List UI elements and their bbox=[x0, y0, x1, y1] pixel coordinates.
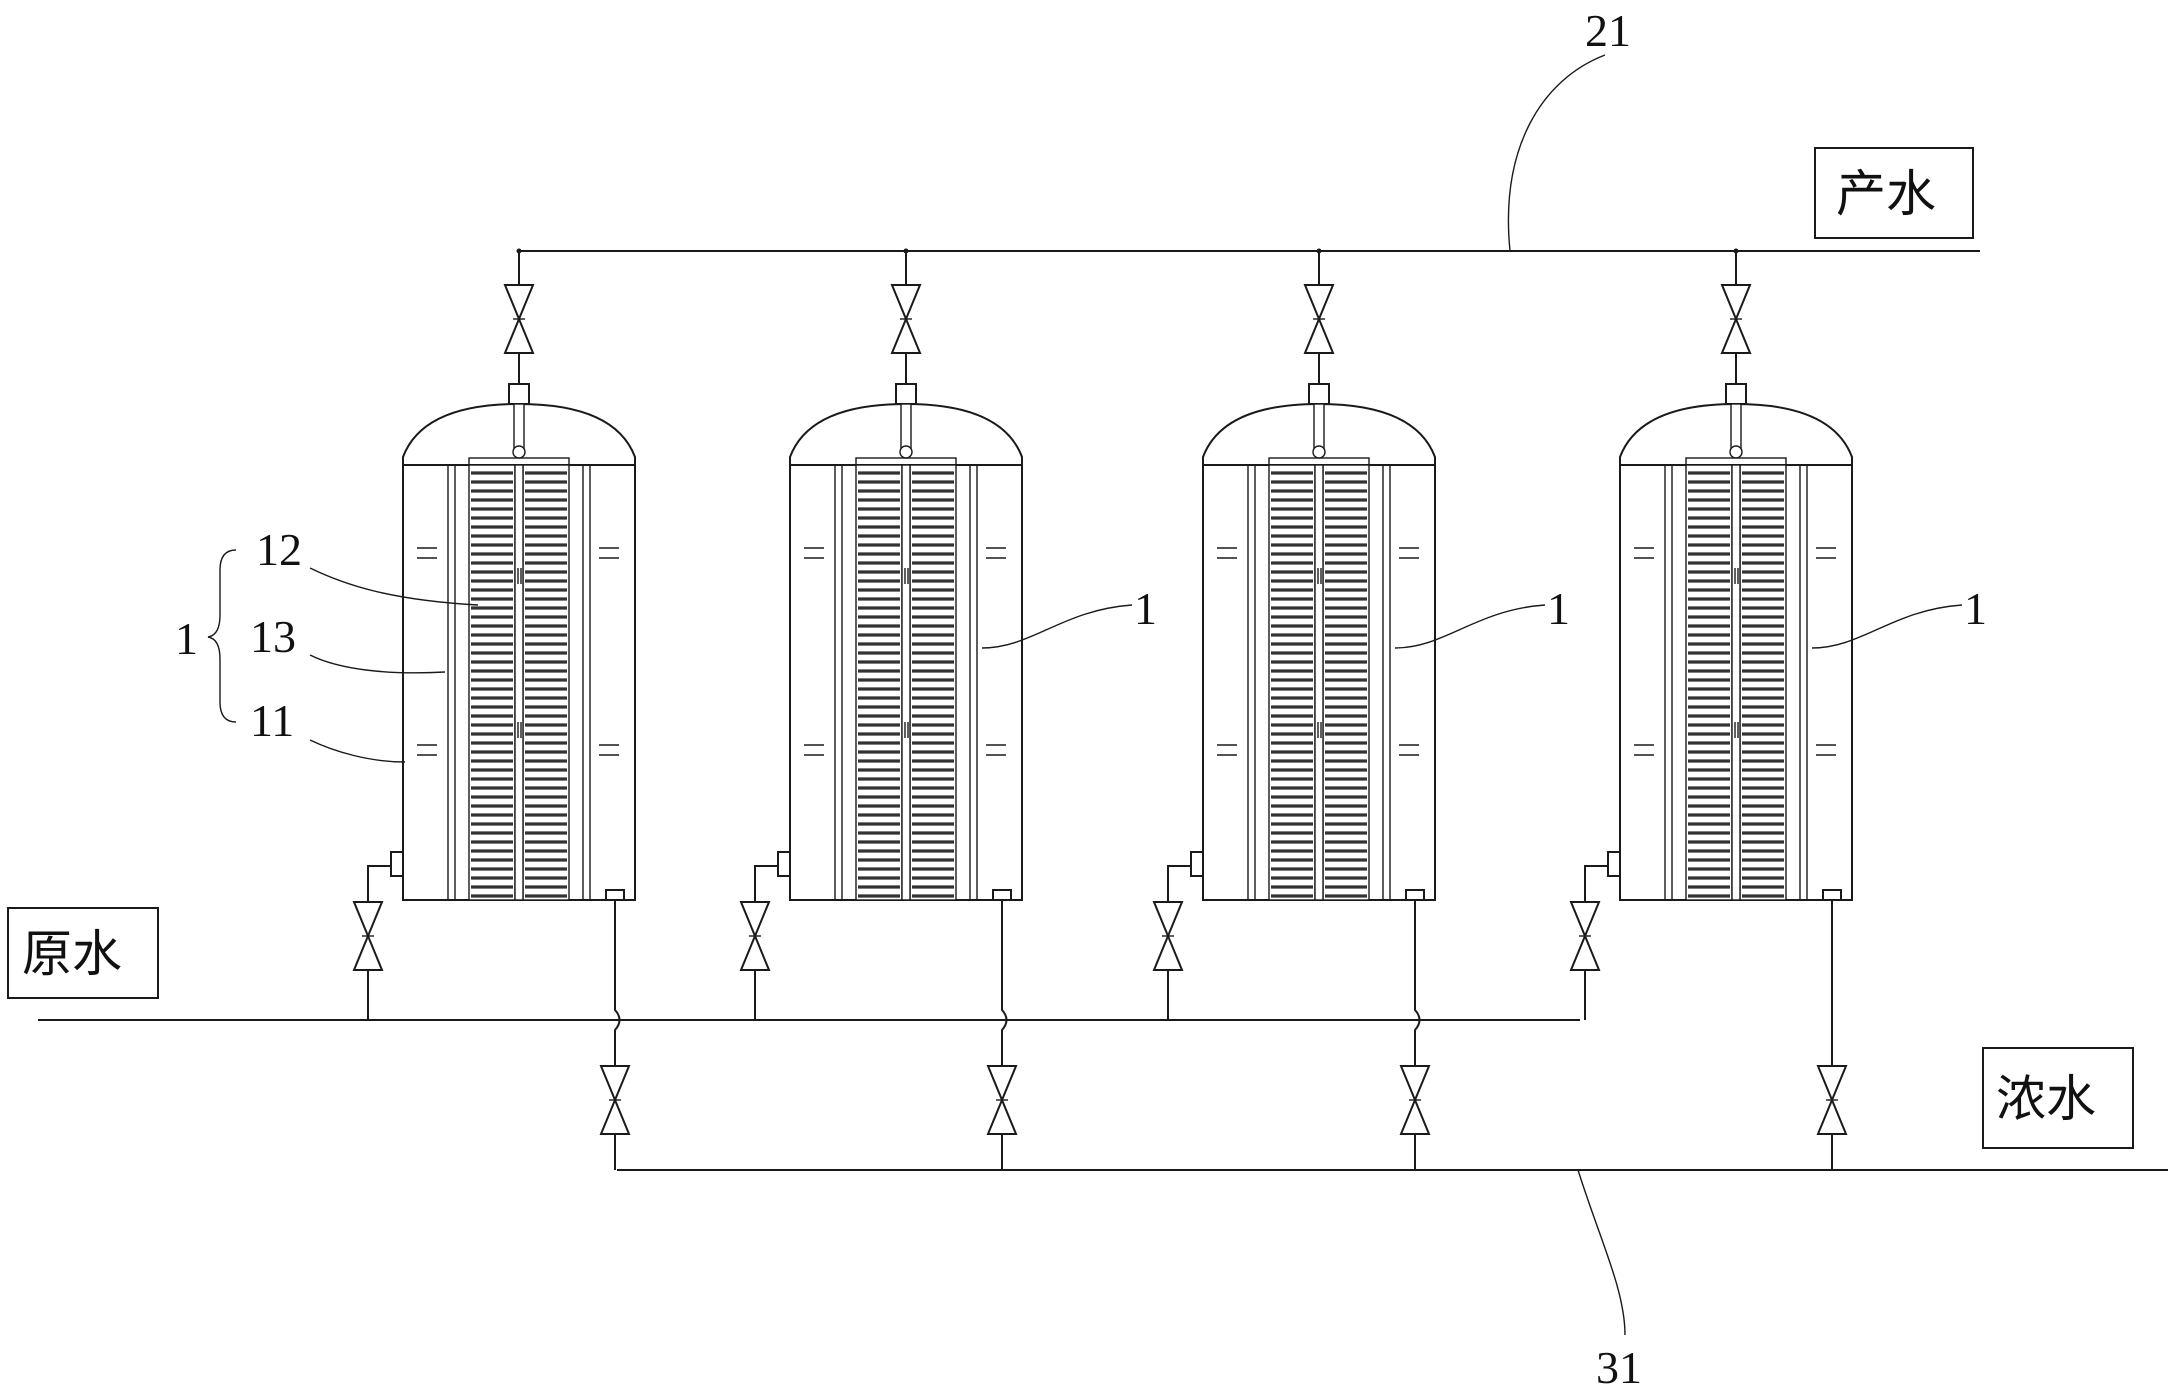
leader-line-unit bbox=[981, 604, 1133, 649]
product-outlet-nozzle bbox=[508, 383, 530, 405]
central-tube bbox=[1314, 464, 1324, 901]
top-plate bbox=[855, 457, 957, 466]
membrane-stack bbox=[1268, 464, 1316, 901]
feed-valve[interactable] bbox=[1569, 901, 1601, 971]
concentrate-branch-pipe bbox=[1414, 900, 1421, 1170]
vessel-4: 1 bbox=[1569, 248, 1987, 1170]
leader-line-unit bbox=[1394, 604, 1546, 649]
feed-valve[interactable] bbox=[352, 901, 384, 971]
vessel-1 bbox=[352, 248, 636, 1170]
leader-line-12 bbox=[309, 567, 479, 606]
raw-water-label: 原水 bbox=[22, 925, 122, 983]
product-valve[interactable] bbox=[1303, 284, 1335, 354]
product-outlet-nozzle bbox=[895, 383, 917, 405]
ref-label-unit: 1 bbox=[1964, 583, 1987, 634]
concentrate-branch-pipe bbox=[1001, 900, 1008, 1170]
feed-inlet-nozzle bbox=[1190, 851, 1204, 877]
ref-label-unit: 1 bbox=[1134, 583, 1157, 634]
product-water-label: 产水 bbox=[1836, 165, 1936, 223]
feed-inlet-nozzle bbox=[777, 851, 791, 877]
feed-valve[interactable] bbox=[739, 901, 771, 971]
concentrate-outlet-nozzle bbox=[1822, 889, 1842, 901]
membrane-stack bbox=[909, 464, 957, 901]
ref-label-12: 12 bbox=[256, 524, 302, 575]
product-valve[interactable] bbox=[1720, 284, 1752, 354]
ref-label-21: 21 bbox=[1585, 5, 1631, 56]
central-tube bbox=[901, 464, 911, 901]
vessel-2: 1 bbox=[739, 248, 1157, 1170]
membrane-stack bbox=[522, 464, 570, 901]
product-water-label-box: 产水 bbox=[1814, 147, 1974, 239]
feed-valve[interactable] bbox=[1152, 901, 1184, 971]
top-plate bbox=[1685, 457, 1787, 466]
concentrate-valve[interactable] bbox=[1816, 1065, 1848, 1135]
ref-label-13: 13 bbox=[250, 611, 296, 662]
membrane-stack bbox=[1739, 464, 1787, 901]
membrane-stack bbox=[1685, 464, 1733, 901]
product-outlet-nozzle bbox=[1725, 383, 1747, 405]
component-brace bbox=[207, 549, 237, 723]
concentrate-water-label: 浓水 bbox=[1996, 1070, 2096, 1128]
leader-line-unit bbox=[1811, 604, 1963, 649]
concentrate-outlet-nozzle bbox=[605, 889, 625, 901]
feed-inlet-nozzle bbox=[1607, 851, 1621, 877]
vessel-group: 1 1 1 bbox=[352, 248, 1987, 1170]
ref-label-unit: 1 bbox=[1547, 583, 1570, 634]
central-tube bbox=[1731, 464, 1741, 901]
concentrate-water-label-box: 浓水 bbox=[1982, 1047, 2134, 1149]
ref-label-31: 31 bbox=[1596, 1342, 1642, 1384]
product-valve[interactable] bbox=[503, 284, 535, 354]
product-outlet-nozzle bbox=[1308, 383, 1330, 405]
membrane-stack bbox=[1322, 464, 1370, 901]
ref-label-11: 11 bbox=[250, 695, 294, 746]
top-plate bbox=[468, 457, 570, 466]
membrane-stack bbox=[468, 464, 516, 901]
concentrate-outlet-nozzle bbox=[992, 889, 1012, 901]
vessel-3: 1 bbox=[1152, 248, 1570, 1170]
product-valve[interactable] bbox=[890, 284, 922, 354]
top-plate bbox=[1268, 457, 1370, 466]
leader-line-11 bbox=[309, 739, 406, 763]
leader-line-21 bbox=[1507, 54, 1606, 252]
concentrate-branch-pipe bbox=[614, 900, 621, 1170]
ref-label-unit-1: 1 bbox=[175, 613, 198, 664]
central-tube bbox=[514, 464, 524, 901]
concentrate-outlet-nozzle bbox=[1405, 889, 1425, 901]
leader-line-13 bbox=[309, 654, 446, 674]
concentrate-valve[interactable] bbox=[986, 1065, 1018, 1135]
membrane-stack bbox=[855, 464, 903, 901]
leader-line-31 bbox=[1577, 1169, 1626, 1336]
concentrate-valve[interactable] bbox=[599, 1065, 631, 1135]
concentrate-valve[interactable] bbox=[1399, 1065, 1431, 1135]
raw-water-label-box: 原水 bbox=[7, 907, 159, 999]
feed-inlet-nozzle bbox=[390, 851, 404, 877]
